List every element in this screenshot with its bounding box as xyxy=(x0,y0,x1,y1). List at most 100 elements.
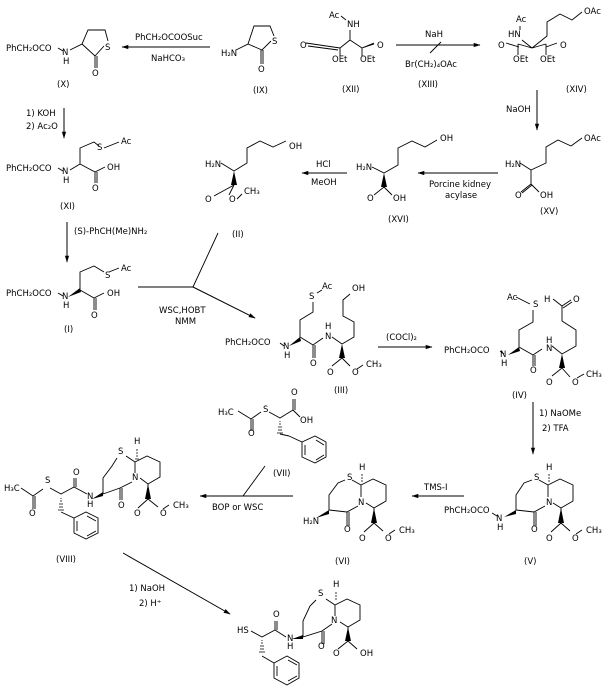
reagent-nahco3: NaHCO₃ xyxy=(151,54,185,64)
i-ac: Ac xyxy=(121,264,132,274)
vii-h3c: H₃C xyxy=(218,408,234,418)
vii-o2: O xyxy=(291,388,298,398)
vi-s: S xyxy=(347,473,352,483)
vi-o1: O xyxy=(359,534,366,544)
reagent-suc: PhCH₂OCOOSuc xyxy=(135,33,203,43)
iii-n2: N xyxy=(325,332,331,342)
reaction-xv-to-xvi: Porcine kidney acylase xyxy=(417,170,498,201)
reagent-wsc-hobt: WSC,HOBT xyxy=(159,306,206,316)
iii-hn: H xyxy=(325,322,331,332)
iii-oh: OH xyxy=(352,284,365,294)
iii-n: N xyxy=(283,342,289,352)
ii-o2: O xyxy=(229,195,236,205)
final-h: H xyxy=(287,642,293,652)
vi-amine: H₂N xyxy=(303,517,319,527)
compound-XII: Ac NH O O OEt OEt (XII) xyxy=(300,11,384,95)
x-s: S xyxy=(105,43,110,53)
xi-label: (XI) xyxy=(60,202,75,212)
reagent-resolution: (S)-PhCH(Me)NH₂ xyxy=(74,227,147,237)
reaction-vi-vii-to-viii: BOP or WSC xyxy=(199,465,293,513)
viii-o3: O xyxy=(118,501,125,511)
reagent-naome: 1) NaOMe xyxy=(539,409,581,419)
iv-cho-o: O xyxy=(573,295,580,305)
i-label: (I) xyxy=(64,325,73,335)
reaction-v-to-vi: TMS-I xyxy=(411,483,464,499)
final-n: N xyxy=(287,634,293,644)
ix-o: O xyxy=(258,65,265,75)
vii-oh: OH xyxy=(300,416,313,426)
xv-amine: H₂N xyxy=(505,160,521,170)
iii-s: S xyxy=(309,292,314,302)
viii-h: H xyxy=(87,500,93,510)
reaction-i-ii-to-iii: WSC,HOBT NMM xyxy=(138,232,256,327)
reaction-x-to-xi: 1) KOH 2) Ac₂O xyxy=(26,108,67,139)
compound-IX: H₂N S O (IX) xyxy=(221,25,277,96)
xiv-ac: Ac xyxy=(516,15,527,25)
reaction-xiv-to-xv: NaOH xyxy=(506,90,540,131)
reagent-bop: BOP or WSC xyxy=(212,503,263,513)
x-substituent: PhCH₂OCO xyxy=(6,44,52,54)
compound-final: HS O N H S H N O O OH xyxy=(237,580,373,686)
compound-XV: H₂N OAc O OH (XV) xyxy=(505,134,601,217)
reagent-nmm: NMM xyxy=(175,317,196,327)
xi-n: N xyxy=(62,167,68,177)
compound-II: H₂N OH O O CH₃ (II) xyxy=(205,140,302,240)
xiv-oet2: OEt xyxy=(540,55,556,65)
xiii-formula: Br(CH₂)₄OAc xyxy=(405,60,457,70)
xv-label: (XV) xyxy=(540,207,558,217)
compound-VI: H₂N S H N O O O CH₃ (VI) xyxy=(303,463,415,567)
viii-ch3: CH₃ xyxy=(173,501,189,511)
i-h: H xyxy=(63,301,69,311)
vi-label: (VI) xyxy=(335,557,350,567)
xiii-label: (XIII) xyxy=(418,80,438,90)
iv-o1: O xyxy=(546,378,553,388)
ix-label: (IX) xyxy=(253,86,268,96)
v-n2: N xyxy=(546,498,552,508)
xv-o: O xyxy=(515,191,522,201)
iii-substituent: PhCH₂OCO xyxy=(225,338,271,348)
final-oh: OH xyxy=(360,649,373,659)
vii-o: O xyxy=(248,429,255,439)
v-o: O xyxy=(531,525,538,535)
viii-n: N xyxy=(87,492,93,502)
vi-h: H xyxy=(359,463,365,473)
final-hs: HS xyxy=(237,626,249,636)
viii-o4: O xyxy=(134,509,141,519)
final-o3: O xyxy=(333,649,340,659)
viii-s2: S xyxy=(118,447,123,457)
reagent-h-plus: 2) H⁺ xyxy=(139,599,161,609)
i-oh: OH xyxy=(107,289,120,299)
iv-n: N xyxy=(500,350,506,360)
xiv-o2: O xyxy=(560,41,567,51)
compound-X: PhCH₂OCO N H S O (X) xyxy=(6,29,110,90)
v-ch3: CH₃ xyxy=(586,526,602,536)
iv-o: O xyxy=(530,366,537,376)
compound-VIII: H₃C S O O N H S H N O O O CH₃ (VIII) xyxy=(4,437,189,565)
xvi-label: (XVI) xyxy=(388,215,409,225)
iv-h: H xyxy=(501,359,507,369)
reagent-ac2o: 2) Ac₂O xyxy=(26,122,58,132)
xiv-hn: HN xyxy=(508,30,521,40)
xi-ac: Ac xyxy=(121,137,132,147)
reaction-viii-to-final: 1) NaOH 2) H⁺ xyxy=(122,552,231,615)
xvi-oh: OH xyxy=(440,134,453,144)
viii-o: O xyxy=(29,509,36,519)
compound-VII: H₃C S O O OH (VII) xyxy=(218,388,327,479)
xi-oh: OH xyxy=(107,163,120,173)
iii-ch3: CH₃ xyxy=(366,360,382,370)
ii-amine: H₂N xyxy=(205,160,221,170)
reagent-oxalyl: (COCl)₂ xyxy=(386,333,417,343)
final-n2: N xyxy=(331,616,337,626)
xi-s: S xyxy=(97,143,102,153)
xiv-oac: OAc xyxy=(584,7,601,17)
reaction-xii-to-xiv: NaH Br(CH₂)₄OAc (XIII) xyxy=(396,30,481,90)
reagent-nah: NaH xyxy=(425,30,443,40)
i-n: N xyxy=(62,292,68,302)
v-hstar: H xyxy=(546,463,552,473)
x-label: (X) xyxy=(57,80,69,90)
xii-oet2: OEt xyxy=(360,55,376,65)
vii-label: (VII) xyxy=(273,469,290,479)
i-o: O xyxy=(91,311,98,321)
iii-o2: O xyxy=(352,368,359,378)
